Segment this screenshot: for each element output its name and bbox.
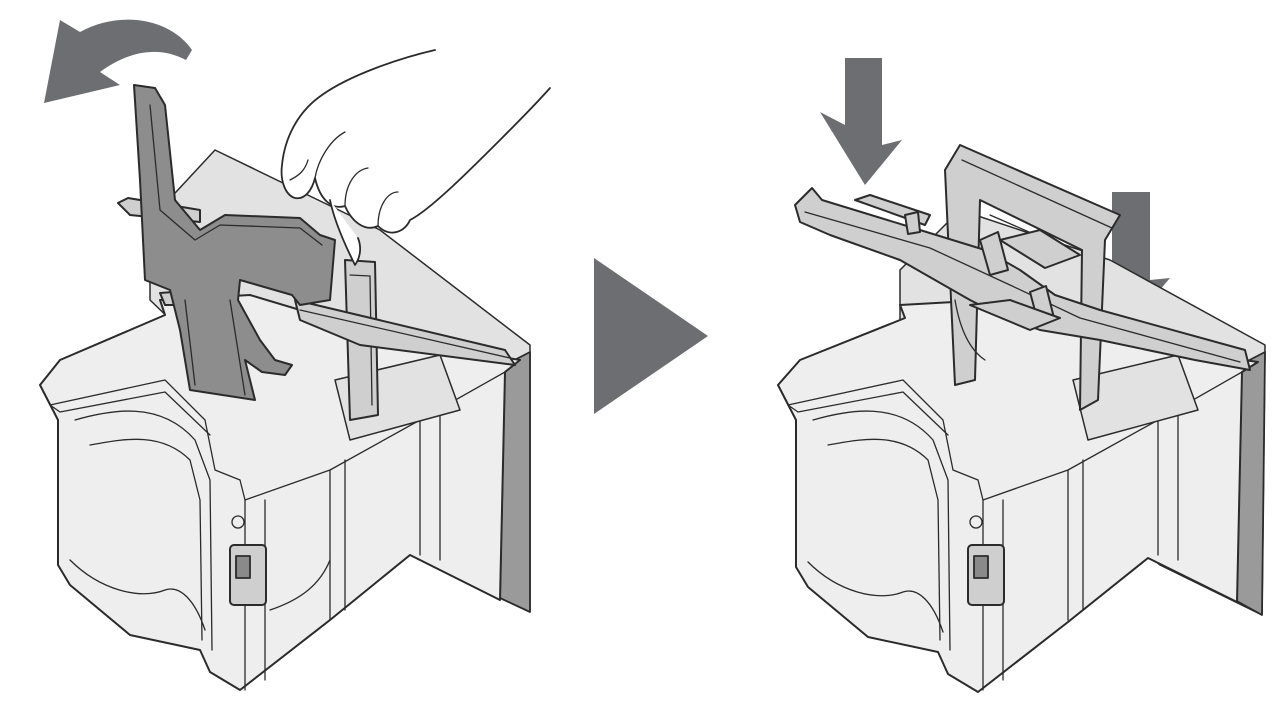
hand-icon [280,49,551,266]
down-arrow-icon [820,58,902,185]
container-front-curve [74,410,213,651]
container-rim [39,371,506,501]
step-1-remove-part [39,19,551,691]
removable-part [133,84,336,401]
play-triangle-icon [594,258,708,414]
step-2-insert-part [777,58,1266,693]
right-rail [294,299,516,366]
curved-rotate-arrow-icon [44,19,192,104]
